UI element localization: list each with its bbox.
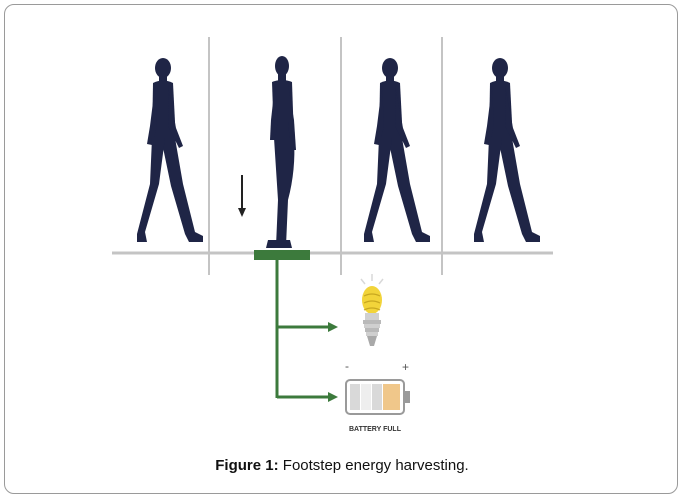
walking-person-icon <box>266 56 296 248</box>
walking-person-icon <box>137 58 203 242</box>
piezo-plate <box>254 250 310 260</box>
battery-status-label: BATTERY FULL <box>349 426 402 433</box>
walking-person-icon <box>364 58 430 242</box>
battery-minus-sign: - <box>345 359 349 373</box>
battery-plus-sign: + <box>402 360 409 374</box>
caption-label: Figure 1: <box>215 457 279 474</box>
figure-caption: Figure 1: Footstep energy harvesting. <box>0 457 684 474</box>
down-arrow-icon <box>238 175 246 217</box>
light-bulb-icon <box>360 274 384 346</box>
walking-person-icon <box>474 58 540 242</box>
arrow-to-battery <box>328 392 338 402</box>
wire-connections <box>275 260 330 399</box>
caption-text: Footstep energy harvesting. <box>278 457 469 474</box>
battery-icon <box>345 379 410 415</box>
arrow-to-bulb <box>328 322 338 332</box>
